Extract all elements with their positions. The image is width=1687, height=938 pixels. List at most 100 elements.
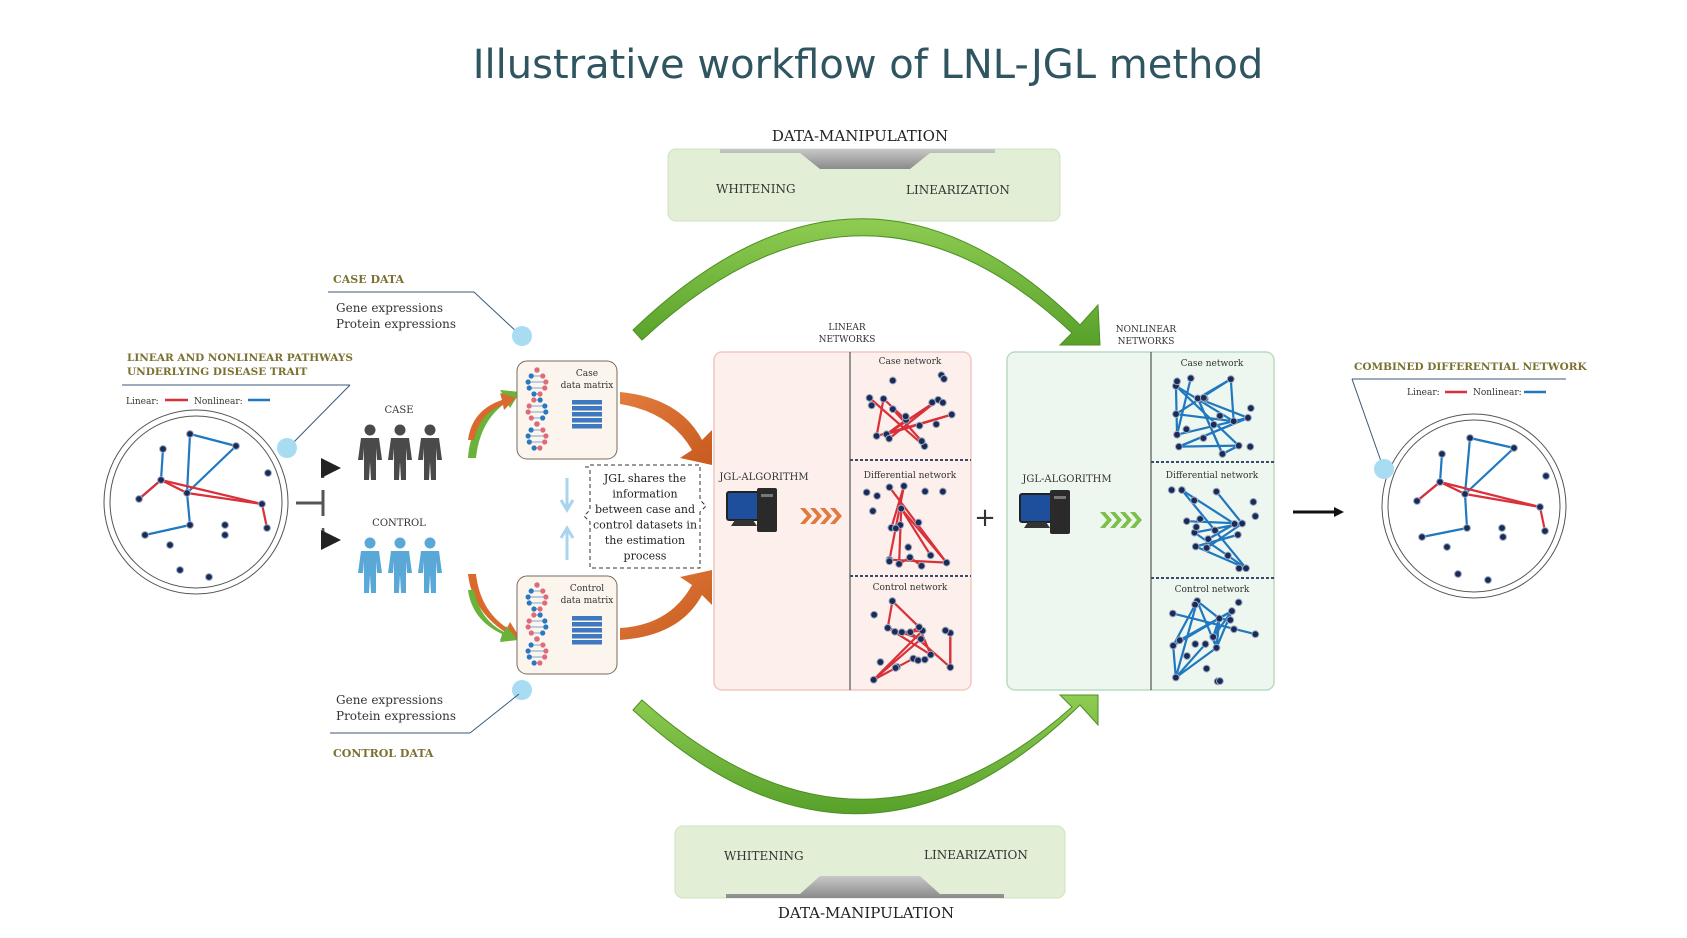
network-node (1218, 450, 1227, 458)
network-node (1202, 664, 1211, 673)
network-node (865, 393, 874, 402)
combined-network (1413, 434, 1550, 584)
case-person-icon-body (358, 438, 382, 480)
network-node (1202, 544, 1211, 552)
network-node (263, 524, 271, 532)
left-legend-linear: Linear: (126, 397, 159, 407)
network-node (1167, 486, 1176, 494)
linear-heading2: NETWORKS (819, 335, 876, 345)
network-node (135, 495, 143, 503)
table-row-icon (572, 406, 602, 411)
nonlinear-edge (1178, 444, 1239, 448)
dna-base (542, 618, 548, 624)
case-person-icon-head (394, 424, 406, 436)
dna-base (537, 612, 543, 618)
right-combined-circle (1374, 413, 1567, 599)
network-node (186, 430, 194, 438)
dna-base (543, 594, 549, 600)
network-node (926, 650, 935, 659)
network-node (157, 476, 165, 484)
dna-base (526, 439, 532, 445)
linear-edge (897, 508, 903, 565)
control-person-icon-body (358, 551, 382, 593)
tower-drive-icon (1054, 496, 1066, 499)
network-node (1463, 524, 1471, 532)
network-node (1251, 512, 1260, 521)
network-node (897, 504, 906, 513)
network-node (1227, 607, 1236, 615)
network-node (915, 623, 923, 631)
dna-base (528, 588, 534, 594)
chevron-icon (810, 508, 822, 524)
nonlinear-differential-network (1167, 486, 1260, 573)
network-node (870, 610, 879, 619)
left-pathway-circle (103, 409, 297, 595)
network-node (862, 488, 871, 497)
network-node (1199, 393, 1208, 402)
dna-base (542, 654, 548, 660)
dna-base (540, 427, 546, 433)
dna-base (540, 642, 546, 648)
people-to-matrix-arrows (468, 390, 520, 642)
control-matrix-label1: Control (570, 584, 604, 594)
table-row-icon (572, 640, 602, 645)
jgl-up-arrow-icon (559, 525, 575, 560)
nonlinear-edge (1175, 412, 1234, 423)
network-node (888, 376, 897, 385)
nonlinear-edge (1464, 447, 1515, 495)
nonlinear-chevrons-icon (1100, 512, 1142, 528)
dna-base (534, 582, 540, 588)
network-node (1173, 377, 1181, 386)
network-node (932, 420, 941, 429)
network-node (1173, 430, 1181, 439)
network-node (1191, 640, 1200, 648)
nonlinear-edge (1175, 643, 1207, 679)
network-node (901, 412, 910, 421)
network-node (1183, 652, 1191, 660)
table-row-icon (572, 400, 602, 405)
network-node (1246, 442, 1255, 451)
dna-base (525, 379, 531, 385)
case-data-callout-line (473, 291, 520, 335)
nonlinear-heading2: NETWORKS (1118, 337, 1175, 347)
case-dna-icon (525, 367, 549, 451)
network-node (890, 627, 899, 636)
network-node (1229, 417, 1238, 426)
dna-base (526, 600, 532, 606)
left-heading-line2: UNDERLYING DISEASE TRAIT (127, 366, 308, 378)
control-data-title: CONTROL DATA (333, 747, 434, 760)
chevron-icon (820, 508, 832, 524)
network-node (947, 410, 956, 419)
network-node (891, 524, 900, 533)
dna-base (531, 391, 537, 397)
case-people-icons (358, 424, 442, 480)
linear-differential-network-label: Differential network (864, 471, 957, 481)
dna-base (542, 439, 548, 445)
dna-base (526, 403, 532, 409)
network-node (1246, 404, 1255, 413)
jgl-down-arrow-icon (559, 478, 575, 513)
tower-icon (1050, 490, 1070, 534)
combined-callout-line (1351, 378, 1384, 468)
network-node (1226, 375, 1235, 384)
linear-edge (186, 491, 263, 506)
nonlinear-edge (185, 492, 192, 526)
linear-edge (260, 503, 269, 529)
network-node (869, 675, 878, 684)
linear-edge (875, 398, 885, 437)
network-node (1418, 533, 1426, 541)
case-matrix-label2: data matrix (561, 381, 614, 391)
linear-chevrons-icon (800, 508, 842, 524)
dna-base (531, 660, 537, 666)
control-person-icon-head (424, 537, 436, 549)
case-data-matrix: Case data matrix (516, 360, 618, 460)
dna-base (542, 600, 548, 606)
case-protein-text: Protein expressions (336, 317, 456, 331)
nonlinear-differential-network-label: Differential network (1166, 471, 1259, 481)
control-person-icon-head (394, 537, 406, 549)
table-row-icon (572, 412, 602, 417)
network-node (1238, 519, 1247, 528)
network-node (1242, 564, 1250, 573)
network-node (1211, 526, 1219, 535)
